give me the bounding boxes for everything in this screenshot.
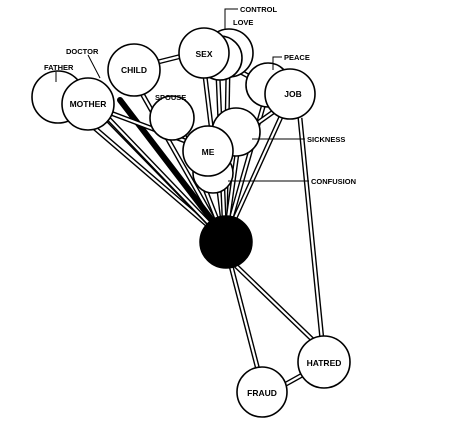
doctor-leader [87,54,101,79]
node-job: JOB [264,68,316,120]
link-hub-hatred [230,260,320,347]
central-hub [199,215,253,269]
hatred-label: HATRED [307,358,342,368]
spouse-label: SPOUSE [155,93,186,102]
node-fraud: FRAUD [236,366,288,418]
node-spouse-back [149,95,195,141]
link-child-sex [157,53,183,65]
control-label: CONTROL [240,5,277,14]
child-label: CHILD [121,65,147,75]
confusion-label: CONFUSION [311,177,356,186]
node-sex: SEX [178,27,230,79]
father-label: FATHER [44,63,74,72]
control-leader [224,8,238,30]
link-hub-fraud [227,261,261,371]
sex-label: SEX [195,49,212,59]
sickness-label: SICKNESS [307,135,345,144]
peace-leader [272,56,282,70]
love-label: LOVE [233,18,253,27]
fraud-label: FRAUD [247,388,277,398]
outer-labels: FATHER DOCTOR SPOUSE CONTROL LOVE PEACE … [44,5,356,186]
job-label: JOB [284,89,301,99]
node-child: CHILD [107,43,161,97]
mother-label: MOTHER [70,99,107,109]
me-label: ME [202,147,215,157]
peace-label: PEACE [284,53,310,62]
link-hub-mother-2 [106,116,227,242]
link-job-hatred [297,117,325,341]
node-me: ME [182,125,234,177]
node-mother: MOTHER [61,77,115,131]
node-hatred: HATRED [297,335,351,389]
doctor-label: DOCTOR [66,47,99,56]
